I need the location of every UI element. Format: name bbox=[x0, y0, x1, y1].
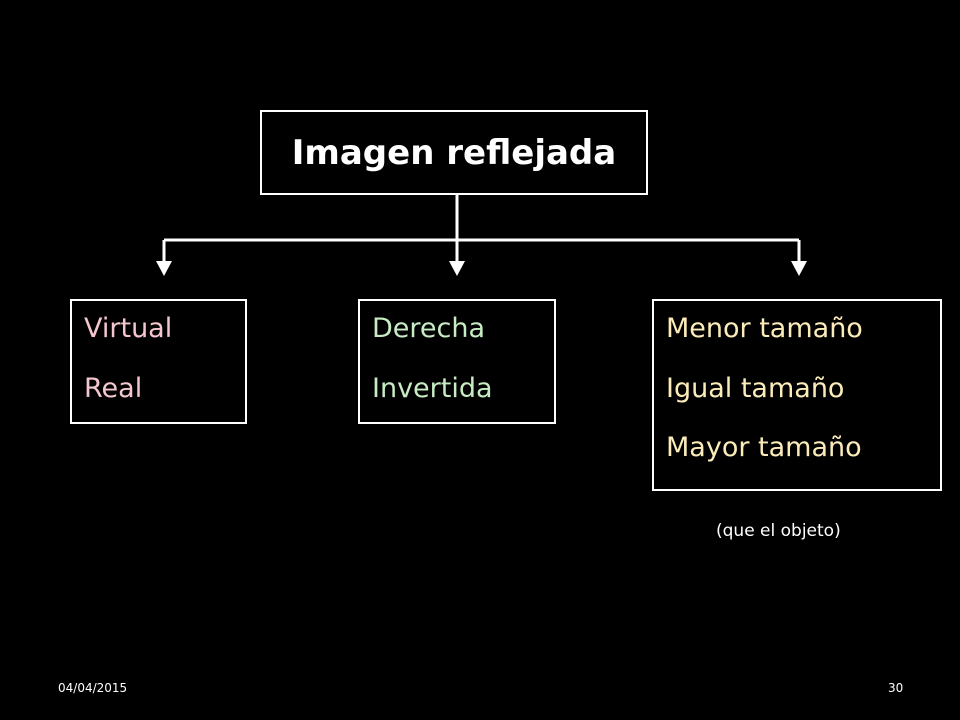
list-item: Derecha bbox=[372, 313, 486, 344]
child-node-tipo: Virtual Real bbox=[70, 299, 247, 424]
page-number: 30 bbox=[888, 681, 904, 695]
list-item: Invertida bbox=[372, 373, 493, 404]
child-node-tamano: Menor tamaño Igual tamaño Mayor tamaño bbox=[652, 299, 942, 491]
footer-date: 04/04/2015 bbox=[58, 681, 128, 695]
list-item: Menor tamaño bbox=[666, 313, 863, 344]
list-item: Virtual bbox=[84, 313, 173, 344]
arrow-center-icon bbox=[449, 261, 465, 276]
list-item: Real bbox=[84, 373, 143, 404]
size-note: (que el objeto) bbox=[716, 521, 841, 541]
arrow-left-icon bbox=[156, 261, 172, 276]
list-item: Igual tamaño bbox=[666, 373, 845, 404]
child-node-orientacion: Derecha Invertida bbox=[358, 299, 556, 424]
arrow-right-icon bbox=[791, 261, 807, 276]
list-item: Mayor tamaño bbox=[666, 432, 862, 463]
root-label: Imagen reflejada bbox=[291, 132, 617, 173]
root-node: Imagen reflejada bbox=[260, 110, 648, 195]
